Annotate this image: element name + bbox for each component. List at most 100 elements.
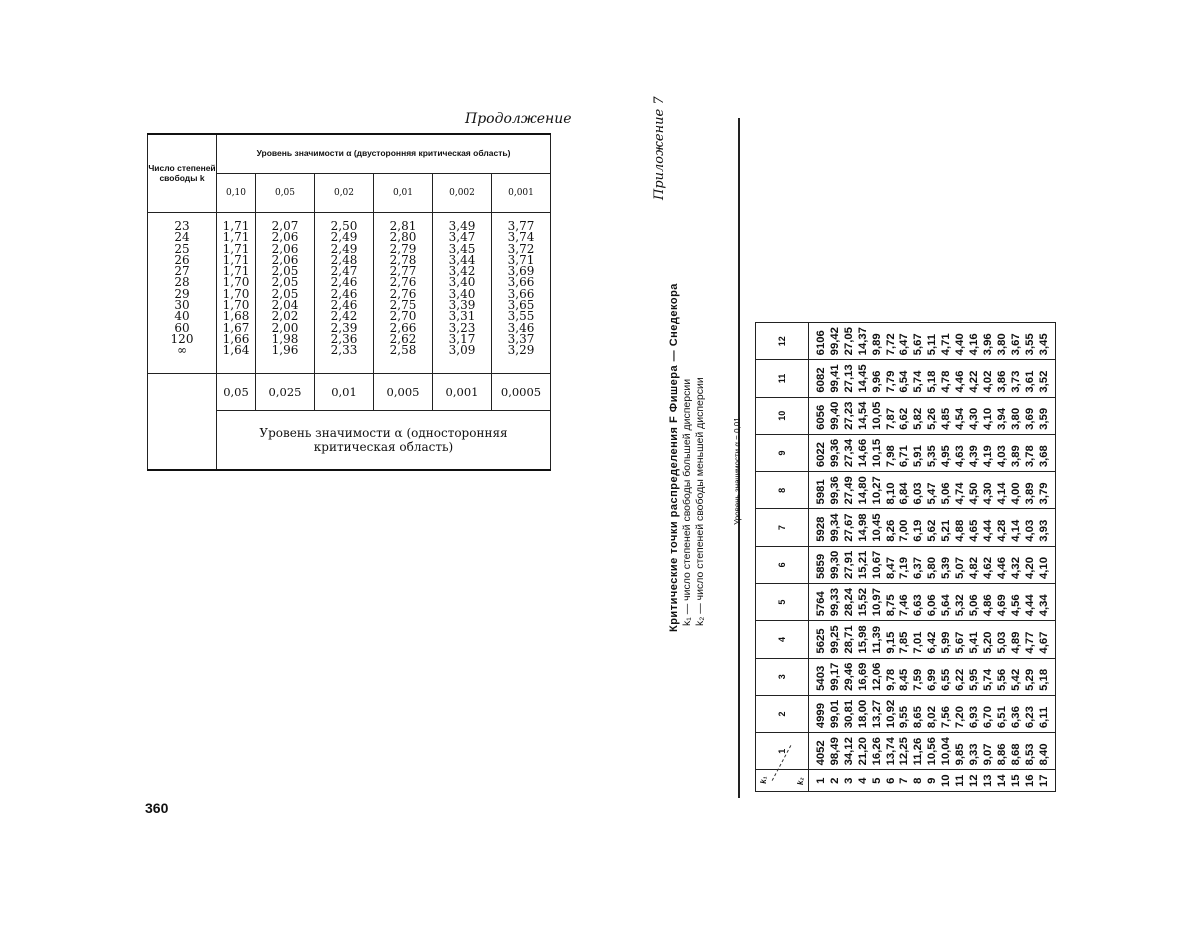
f-value: 27,13 <box>842 364 855 393</box>
f-value: 5,91 <box>912 445 925 468</box>
f-value: 4,78 <box>940 370 953 393</box>
f-value: 6,54 <box>898 370 911 393</box>
f-value: 3,45 <box>1037 333 1050 356</box>
dof-column-empty <box>147 373 217 471</box>
t-value: 2,66 <box>389 320 417 335</box>
t-value: 2,62 <box>389 331 417 346</box>
f-value: 5,39 <box>940 557 953 580</box>
dof-header: Число степеней свободы k <box>147 133 217 213</box>
f-value: 4,34 <box>1037 594 1050 617</box>
k1-header: 3 <box>755 658 809 696</box>
f-value: 5,18 <box>926 370 939 393</box>
t-value: 3,09 <box>448 343 476 358</box>
k2-value: 15 <box>1009 774 1022 787</box>
f-value: 5,80 <box>926 557 939 580</box>
k2-value: 8 <box>912 777 925 784</box>
corner-cell: k₁ k₂ <box>755 745 809 792</box>
k2-value: 4 <box>856 777 869 784</box>
f-value: 6,37 <box>912 557 925 580</box>
f-value: 4,46 <box>995 557 1008 580</box>
f-value: 4,69 <box>995 594 1008 617</box>
t-value: 2,00 <box>271 320 299 335</box>
f-value: 27,49 <box>842 476 855 505</box>
t-value: 3,72 <box>507 241 535 256</box>
f-value: 8,86 <box>995 743 1008 766</box>
f-value: 3,52 <box>1037 370 1050 393</box>
f-value: 18,00 <box>856 699 869 729</box>
f-value: 7,79 <box>884 370 897 393</box>
f-value: 8,47 <box>884 557 897 580</box>
f-value: 4,63 <box>954 445 967 468</box>
f-value: 6,23 <box>1023 706 1036 729</box>
f-value: 7,59 <box>912 668 925 691</box>
f-value: 3,68 <box>1037 445 1050 468</box>
t-value: 1,70 <box>222 298 250 313</box>
two-sided-level: 0,001 <box>491 173 551 213</box>
f-value: 3,93 <box>1037 519 1050 542</box>
t-value: 3,69 <box>507 264 535 279</box>
t-value: 1,98 <box>271 331 299 346</box>
k2-value: 7 <box>898 777 911 784</box>
f-value: 10,56 <box>926 737 939 766</box>
page-number: 360 <box>145 800 169 816</box>
f-value: 99,40 <box>828 401 841 430</box>
f-value: 7,87 <box>884 407 897 430</box>
one-sided-level: 0,05 <box>216 373 256 411</box>
t-value: 2,39 <box>330 320 358 335</box>
f-value: 5,32 <box>954 594 967 617</box>
t-value: 2,46 <box>330 275 358 290</box>
f-value: 10,05 <box>870 401 883 430</box>
f-value: 12,25 <box>898 737 911 766</box>
student-t-table: Число степеней свободы k Уровень значимо… <box>147 133 551 471</box>
f-value: 30,81 <box>842 699 855 729</box>
f-value: 3,67 <box>1009 333 1022 356</box>
two-sided-level: 0,002 <box>432 173 492 213</box>
f-value: 5,95 <box>967 668 980 691</box>
f-value: 99,25 <box>828 625 841 654</box>
two-sided-level: 0,10 <box>216 173 256 213</box>
f-value: 27,67 <box>842 513 855 542</box>
f-value: 3,79 <box>1037 482 1050 505</box>
f-value: 6,93 <box>967 706 980 729</box>
t-value: 3,55 <box>507 309 535 324</box>
f-value: 5,26 <box>926 407 939 430</box>
f-value: 4,71 <box>940 333 953 356</box>
f-value: 5,47 <box>926 482 939 505</box>
f-value: 6,62 <box>898 407 911 430</box>
k2-value: 2 <box>828 777 841 784</box>
f-value: 9,33 <box>967 743 980 766</box>
f-value: 7,00 <box>898 519 911 542</box>
k1-header: 4 <box>755 620 809 659</box>
k1-header: 6 <box>755 546 809 584</box>
t-value: 2,47 <box>330 264 358 279</box>
continuation-label: Продолжение <box>465 111 572 127</box>
f-value: 13,74 <box>884 737 897 766</box>
k2-value: 6 <box>884 777 897 784</box>
t-value: 2,79 <box>389 241 417 256</box>
t-value: 2,05 <box>271 264 299 279</box>
f-value: 3,80 <box>1009 407 1022 430</box>
f-value: 16,69 <box>856 662 869 691</box>
f-value: 4,86 <box>981 594 994 617</box>
f-value: 27,05 <box>842 327 855 356</box>
f-value: 7,20 <box>954 706 967 729</box>
f-value: 5403 <box>815 665 827 691</box>
f-value: 9,15 <box>884 631 897 654</box>
f-value: 4,82 <box>967 557 980 580</box>
f-value: 5,67 <box>954 631 967 654</box>
k1-header: 8 <box>755 471 809 509</box>
k1-header: 9 <box>755 434 809 472</box>
f-value: 4,77 <box>1023 631 1036 654</box>
f-value: 5,03 <box>995 631 1008 654</box>
t-value: 1,66 <box>222 331 250 346</box>
k2-value: 13 <box>981 774 994 787</box>
f-value: 3,94 <box>995 407 1008 430</box>
f-value: 7,19 <box>898 557 911 580</box>
f-value: 4,19 <box>981 445 994 468</box>
